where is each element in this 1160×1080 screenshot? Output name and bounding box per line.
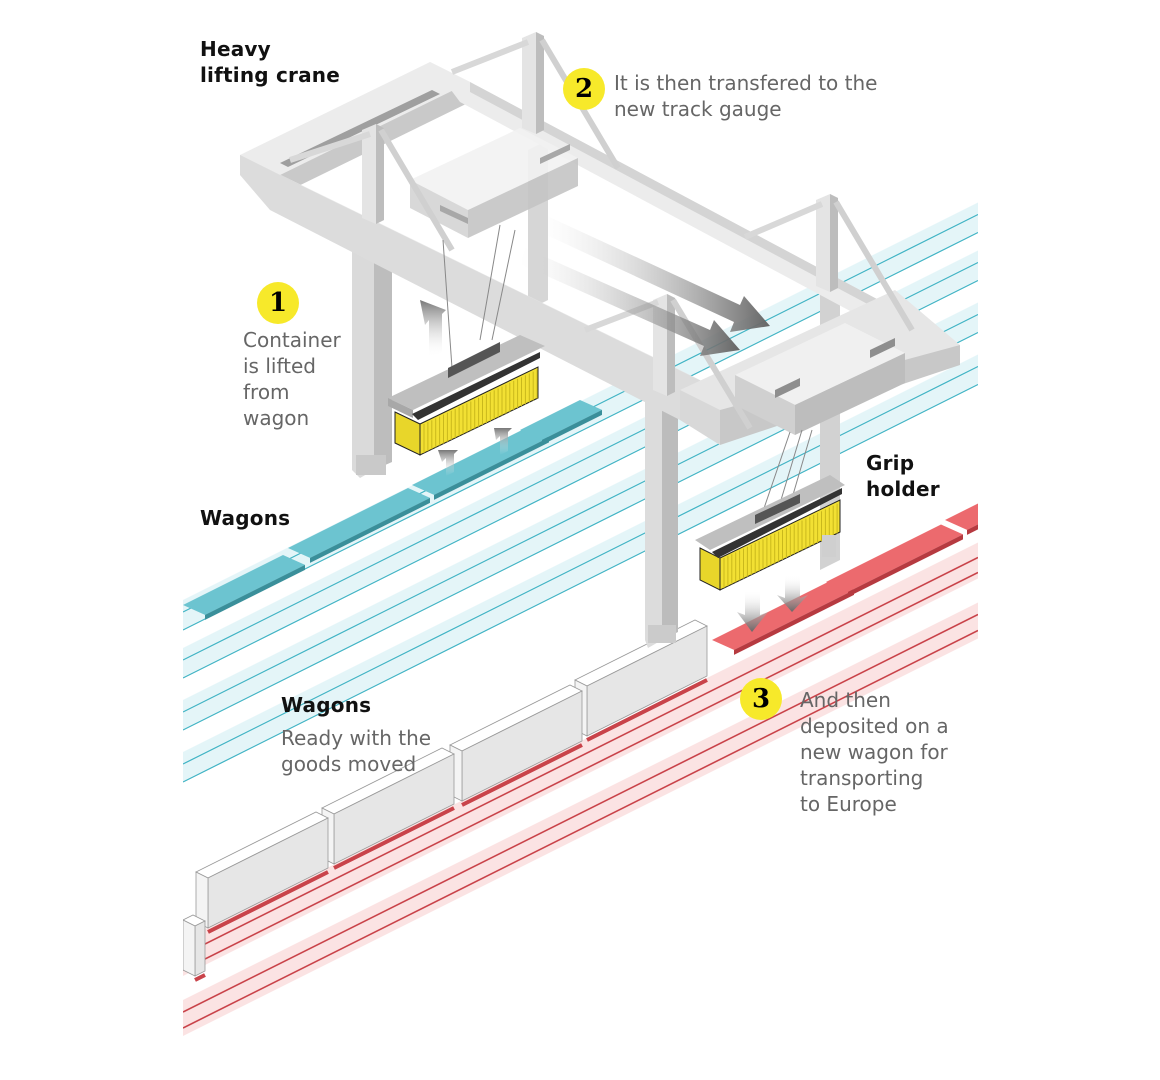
step-number: 2 bbox=[574, 74, 594, 104]
step-3-badge: 3 bbox=[740, 678, 782, 720]
description-line: from bbox=[243, 380, 290, 404]
description-line: deposited on a bbox=[800, 714, 949, 738]
wagons-bottom-description: Ready with the goods moved bbox=[281, 725, 431, 777]
loaded-containers bbox=[183, 619, 708, 982]
step-2-badge: 2 bbox=[563, 68, 605, 110]
old-gauge-wagons bbox=[183, 400, 602, 620]
flat-wagon-side bbox=[967, 524, 978, 535]
wagon-chassis bbox=[586, 678, 708, 742]
flat-wagon bbox=[945, 503, 978, 530]
flat-wagon-side bbox=[434, 437, 549, 500]
rail bbox=[183, 629, 978, 1029]
description-line: And then bbox=[800, 688, 891, 712]
grip-holder-container bbox=[695, 429, 845, 632]
new-gauge-wagons bbox=[712, 503, 978, 655]
gantry-crane bbox=[240, 32, 960, 648]
rail bbox=[183, 365, 978, 765]
flat-wagon-side bbox=[542, 409, 602, 445]
grip-label-line: holder bbox=[866, 477, 940, 501]
step-number: 1 bbox=[268, 288, 288, 318]
description-line: wagon bbox=[243, 406, 310, 430]
step-2-description: It is then transfered to the new track g… bbox=[614, 70, 877, 122]
track-bed bbox=[183, 354, 978, 782]
grip-label-line: Grip bbox=[866, 451, 915, 475]
flat-wagon-side bbox=[310, 497, 430, 563]
wagons-top-label: Wagons bbox=[200, 506, 291, 530]
crane-label-line: Heavy bbox=[200, 37, 271, 61]
step-1-description: Container is lifted from wagon bbox=[243, 327, 341, 431]
crane-label-line: lifting crane bbox=[200, 63, 340, 87]
description-line: Ready with the bbox=[281, 726, 432, 750]
description-line: goods moved bbox=[281, 752, 417, 776]
description-line: new track gauge bbox=[614, 97, 782, 121]
container-side bbox=[194, 920, 206, 977]
description-line: It is then transfered to the bbox=[614, 71, 878, 95]
wagon-chassis bbox=[461, 743, 583, 807]
step-1-badge: 1 bbox=[257, 282, 299, 324]
flat-wagon bbox=[826, 524, 963, 592]
description-line: to Europe bbox=[800, 792, 897, 816]
rail bbox=[183, 613, 978, 1013]
crane-label: Heavy lifting crane bbox=[200, 36, 340, 88]
flat-wagon bbox=[183, 555, 305, 615]
flat-wagon bbox=[520, 400, 602, 440]
rail bbox=[183, 571, 978, 971]
track-bed bbox=[183, 602, 978, 1036]
lifted-container bbox=[388, 224, 545, 476]
flat-wagon-side bbox=[848, 534, 963, 597]
description-line: Container bbox=[243, 328, 341, 352]
description-line: transporting bbox=[800, 766, 924, 790]
step-number: 3 bbox=[751, 684, 771, 714]
flat-wagon-side bbox=[734, 589, 854, 655]
container-end bbox=[195, 871, 209, 929]
wagon-chassis bbox=[207, 870, 329, 934]
new-gauge-tracks bbox=[183, 542, 978, 1036]
wagon-chassis bbox=[333, 806, 455, 870]
wagons-bottom-label: Wagons bbox=[281, 693, 372, 717]
transfer-arrow bbox=[540, 215, 770, 332]
container-end bbox=[183, 919, 196, 977]
flat-wagon bbox=[712, 580, 854, 650]
grip-holder-label: Grip holder bbox=[866, 450, 940, 502]
step-3-description: And then deposited on a new wagon for tr… bbox=[800, 687, 949, 817]
wagon-chassis bbox=[194, 973, 206, 982]
rail bbox=[183, 556, 978, 956]
description-line: is lifted bbox=[243, 354, 316, 378]
flat-wagon-side bbox=[205, 564, 305, 620]
description-line: new wagon for bbox=[800, 740, 948, 764]
rail bbox=[183, 383, 978, 783]
flat-wagon bbox=[288, 488, 430, 558]
track-bed bbox=[183, 542, 978, 976]
flat-wagon bbox=[412, 427, 549, 495]
transfer-arrow bbox=[520, 248, 740, 356]
